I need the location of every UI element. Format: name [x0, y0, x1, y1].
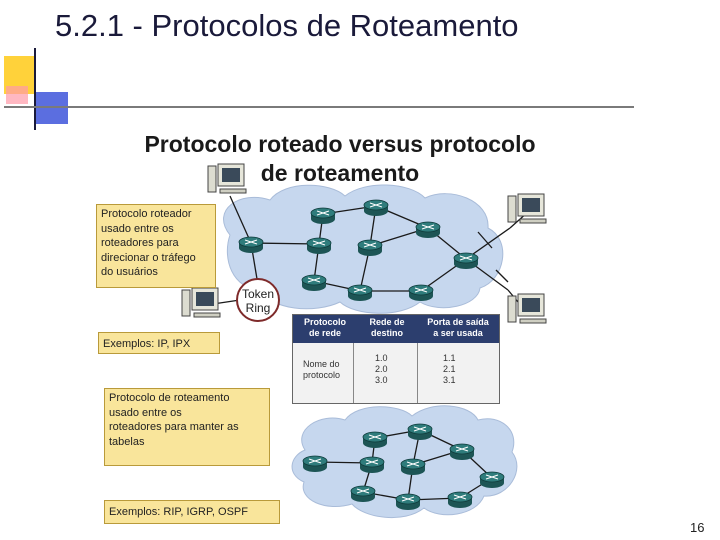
token-ring-label: Ring [245, 301, 271, 315]
row-label-text: protocolo [303, 370, 341, 380]
table-row-label: Nome do protocolo [303, 359, 340, 381]
router-icon [310, 207, 336, 224]
computer-icon [181, 287, 221, 318]
exit-port-value: 3.1 [443, 375, 456, 385]
router-icon [408, 284, 434, 301]
computer-icon [207, 163, 247, 194]
decorative-vertical-line [34, 48, 36, 130]
header-text: de rede [308, 328, 341, 338]
routed-callout-line: do usuários [101, 266, 158, 278]
destination-value: 2.0 [375, 364, 388, 374]
routed-callout-line: usado entre os [101, 222, 174, 235]
router-icon [350, 485, 376, 502]
router-icon [301, 274, 327, 291]
table-column-divider [353, 343, 354, 403]
routing-protocol-callout: Protocolo de roteamento usado entre os r… [104, 388, 270, 466]
routing-callout-line: Protocolo de roteamento [109, 392, 230, 404]
router-icon [238, 236, 264, 253]
header-text: Rede de [369, 317, 405, 327]
router-icon [395, 493, 421, 510]
destination-value: 3.0 [375, 375, 388, 385]
page-number: 16 [690, 520, 705, 535]
table-header-protocol: Protocolo de rede [297, 317, 353, 339]
header-text: destino [370, 328, 403, 338]
decorative-red-block [6, 86, 28, 104]
token-ring-node: Token Ring [236, 278, 280, 322]
routed-examples-label: Exemplos: IP, IPX [98, 332, 220, 354]
exit-port-value: 2.1 [443, 364, 456, 374]
slide-title: 5.2.1 - Protocolos de Roteamento [55, 8, 519, 43]
routing-table: Protocolo de rede Rede de destino Porta … [292, 314, 500, 404]
title-divider [4, 106, 634, 108]
routed-callout-line: roteadores para [101, 237, 179, 249]
routing-callout-line: tabelas [109, 435, 145, 448]
router-icon [359, 456, 385, 473]
header-text: a ser usada [433, 328, 483, 338]
router-icon [447, 491, 473, 508]
exit-port-value: 1.1 [443, 353, 456, 363]
routing-table-header: Protocolo de rede Rede de destino Porta … [293, 315, 499, 343]
router-icon [479, 471, 505, 488]
router-icon [302, 455, 328, 472]
computer-icon [507, 193, 547, 224]
router-icon [363, 199, 389, 216]
routing-callout-line: usado entre os [109, 406, 182, 419]
router-icon [362, 431, 388, 448]
routing-callout-line: roteadores para manter as [109, 421, 239, 433]
router-icon [415, 221, 441, 238]
table-header-exit-port: Porta de saída a ser usada [419, 317, 497, 339]
decorative-blue-block [34, 92, 68, 124]
router-icon [400, 458, 426, 475]
router-icon [347, 284, 373, 301]
table-exit-ports: 1.1 2.1 3.1 [443, 353, 456, 386]
router-icon [449, 443, 475, 460]
table-header-destination: Rede de destino [357, 317, 417, 339]
row-label-text: Nome do [303, 359, 340, 369]
destination-value: 1.0 [375, 353, 388, 363]
header-text: Porta de saída [427, 317, 489, 327]
router-icon [306, 237, 332, 254]
router-icon [453, 252, 479, 269]
link-break-marks [477, 231, 509, 283]
routers [238, 199, 505, 510]
router-icon [407, 423, 433, 440]
header-text: Protocolo [304, 317, 346, 327]
routed-callout-line: Protocolo roteador [101, 208, 192, 220]
diagram-heading: Protocolo roteado versus protocolo de ro… [90, 130, 590, 188]
token-ring-label: Token [241, 287, 275, 301]
routed-protocol-callout: Protocolo roteador usado entre os rotead… [96, 204, 216, 288]
computers [181, 163, 547, 324]
diagram-heading-line2: de roteamento [260, 160, 420, 186]
diagram-heading-line1: Protocolo roteado versus protocolo [144, 131, 536, 157]
routed-callout-line: direcionar o tráfego [101, 251, 196, 264]
table-destinations: 1.0 2.0 3.0 [375, 353, 388, 386]
routing-examples-label: Exemplos: RIP, IGRP, OSPF [104, 500, 280, 524]
table-column-divider [417, 343, 418, 403]
computer-icon [507, 293, 547, 324]
router-icon [357, 239, 383, 256]
